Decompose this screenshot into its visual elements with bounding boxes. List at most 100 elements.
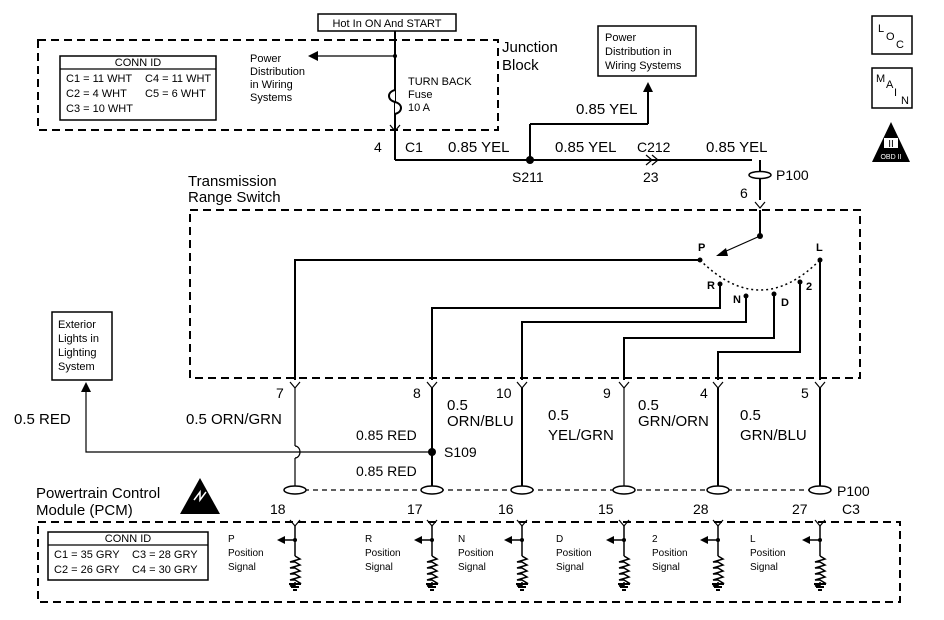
junction-conn-id-table: CONN ID C1 = 11 WHT C4 = 11 WHT C2 = 4 W…: [59, 55, 217, 121]
switch-wire-p: [294, 259, 700, 380]
power-dist-top-box: [597, 25, 697, 77]
circuit-label-grn-orn-2: GRN/ORN: [638, 413, 709, 430]
exterior-label-1: Exterior: [58, 319, 96, 331]
pcm-input-27: [802, 519, 827, 591]
resistor-icon: [516, 555, 529, 587]
switch-pin-7: 7: [276, 385, 284, 401]
switch-wire-d: [623, 294, 775, 380]
switch-wire-r: [431, 284, 721, 380]
signal-r-1: R: [365, 534, 372, 545]
switch-terminal-10: [516, 381, 528, 389]
wire-label-yel-1: 0.85 YEL: [448, 139, 509, 156]
power-dist-top-1: Power: [605, 32, 637, 44]
arrow-left-icon: [802, 536, 810, 544]
switch-boundary: [189, 209, 861, 379]
pcm-pin-27: 27: [792, 501, 808, 517]
power-source-box: [317, 13, 457, 32]
main-icon-a: A: [886, 79, 894, 91]
p100-connector-28: [706, 485, 730, 495]
p100-bottom-connectors: [283, 485, 832, 495]
switch-terminal-9: [618, 381, 630, 389]
pcm-title-2: Module (PCM): [36, 502, 133, 519]
wire-label-yel-3: 0.85 YEL: [706, 139, 767, 156]
esd-warning-icon: [180, 478, 220, 514]
p100-top-label: P100: [776, 167, 809, 183]
pcm-input-28: [700, 519, 725, 591]
circuit-label-yel-grn-2: YEL/GRN: [548, 427, 614, 444]
resistor-icon: [814, 555, 827, 587]
junction-block-boundary: [37, 39, 499, 131]
circuit-label-grn-blu-2: GRN/BLU: [740, 427, 807, 444]
switch-pin-9: 9: [603, 385, 611, 401]
exterior-label-3: Lighting: [58, 347, 97, 359]
circuit-label-orn-grn: 0.5 ORN/GRN: [186, 411, 282, 428]
junction-pin: 4: [374, 139, 382, 155]
obd-ii-icon: II OBD II: [872, 122, 910, 162]
pcm-conn-id-title: CONN ID: [105, 533, 152, 545]
pcm-boundary: [37, 521, 901, 603]
pcm-node-dot: [818, 538, 822, 542]
p100-top-terminal-icon: [754, 201, 766, 209]
switch-terminal-4: [712, 381, 724, 389]
resistor-icon: [618, 555, 631, 587]
switch-title: Transmission: [188, 173, 277, 190]
c212-label: C212: [637, 139, 671, 155]
junction-conn-c3: C3 = 10 WHT: [66, 103, 133, 115]
pcm-input-circuits: [277, 519, 827, 591]
main-icon-n: N: [901, 95, 909, 107]
switch-terminal-8: [426, 381, 438, 389]
c1-connector-icon: [389, 124, 401, 132]
power-dist-top-3: Wiring Systems: [605, 60, 682, 72]
main-icon-m: M: [876, 73, 885, 85]
signal-2-3: Signal: [652, 562, 680, 573]
fuse-icon: [388, 89, 402, 115]
switch-wire-n: [521, 296, 747, 380]
circuit-label-red-left: 0.5 RED: [14, 411, 71, 428]
position-d-label: D: [781, 297, 789, 309]
pcm-title: Powertrain Control: [36, 485, 160, 502]
switch-title-2: Range Switch: [188, 189, 281, 206]
signal-d-2: Position: [556, 548, 592, 559]
pcm-input-16: [504, 519, 529, 591]
exterior-lights-box: [51, 311, 113, 381]
fuse-label-3: 10 A: [408, 102, 431, 114]
arrow-left-icon: [277, 536, 285, 544]
main-icon[interactable]: M A I N: [871, 67, 913, 109]
junction-conn-id-title: CONN ID: [115, 57, 162, 69]
switch-wiper-arrow-icon: [716, 248, 728, 256]
arrow-left-icon: [606, 536, 614, 544]
p100-connector-27: [808, 485, 832, 495]
p100-connector-18: [283, 485, 307, 495]
signal-p-1: P: [228, 534, 235, 545]
position-2-label: 2: [806, 281, 812, 293]
signal-r-3: Signal: [365, 562, 393, 573]
pcm-conn-c2: C2 = 26 GRY: [54, 564, 120, 576]
position-p-label: P: [698, 242, 705, 254]
pcm-input-17: [414, 519, 439, 591]
switch-wire-2: [717, 282, 801, 380]
signal-p-3: Signal: [228, 562, 256, 573]
wire-label-yel-2: 0.85 YEL: [555, 139, 616, 156]
switch-pin-5: 5: [801, 385, 809, 401]
arrow-left-icon: [700, 536, 708, 544]
loc-icon[interactable]: L O C: [871, 15, 913, 55]
circuit-label-orn-blu-1: 0.5: [447, 397, 468, 414]
arrow-left-icon: [414, 536, 422, 544]
resistor-icon: [289, 555, 302, 587]
signal-l-2: Position: [750, 548, 786, 559]
arrow-up-icon: [643, 82, 653, 92]
circuit-label-grn-blu-1: 0.5: [740, 407, 761, 424]
circuit-label-orn-blu-2: ORN/BLU: [447, 413, 514, 430]
pcm-conn-c4: C4 = 30 GRY: [132, 564, 198, 576]
pcm-node-dot: [520, 538, 524, 542]
fuse-label-1: TURN BACK: [408, 76, 472, 88]
switch-terminal-5: [814, 381, 826, 389]
pcm-conn-id-table: CONN ID C1 = 35 GRY C3 = 28 GRY C2 = 26 …: [47, 531, 209, 581]
p100-top-pin: 6: [740, 185, 748, 201]
signal-n-2: Position: [458, 548, 494, 559]
switch-pin-4: 4: [700, 385, 708, 401]
splice-s211-label: S211: [512, 169, 544, 185]
junction-conn-c1: C1 = 11 WHT: [66, 73, 132, 85]
